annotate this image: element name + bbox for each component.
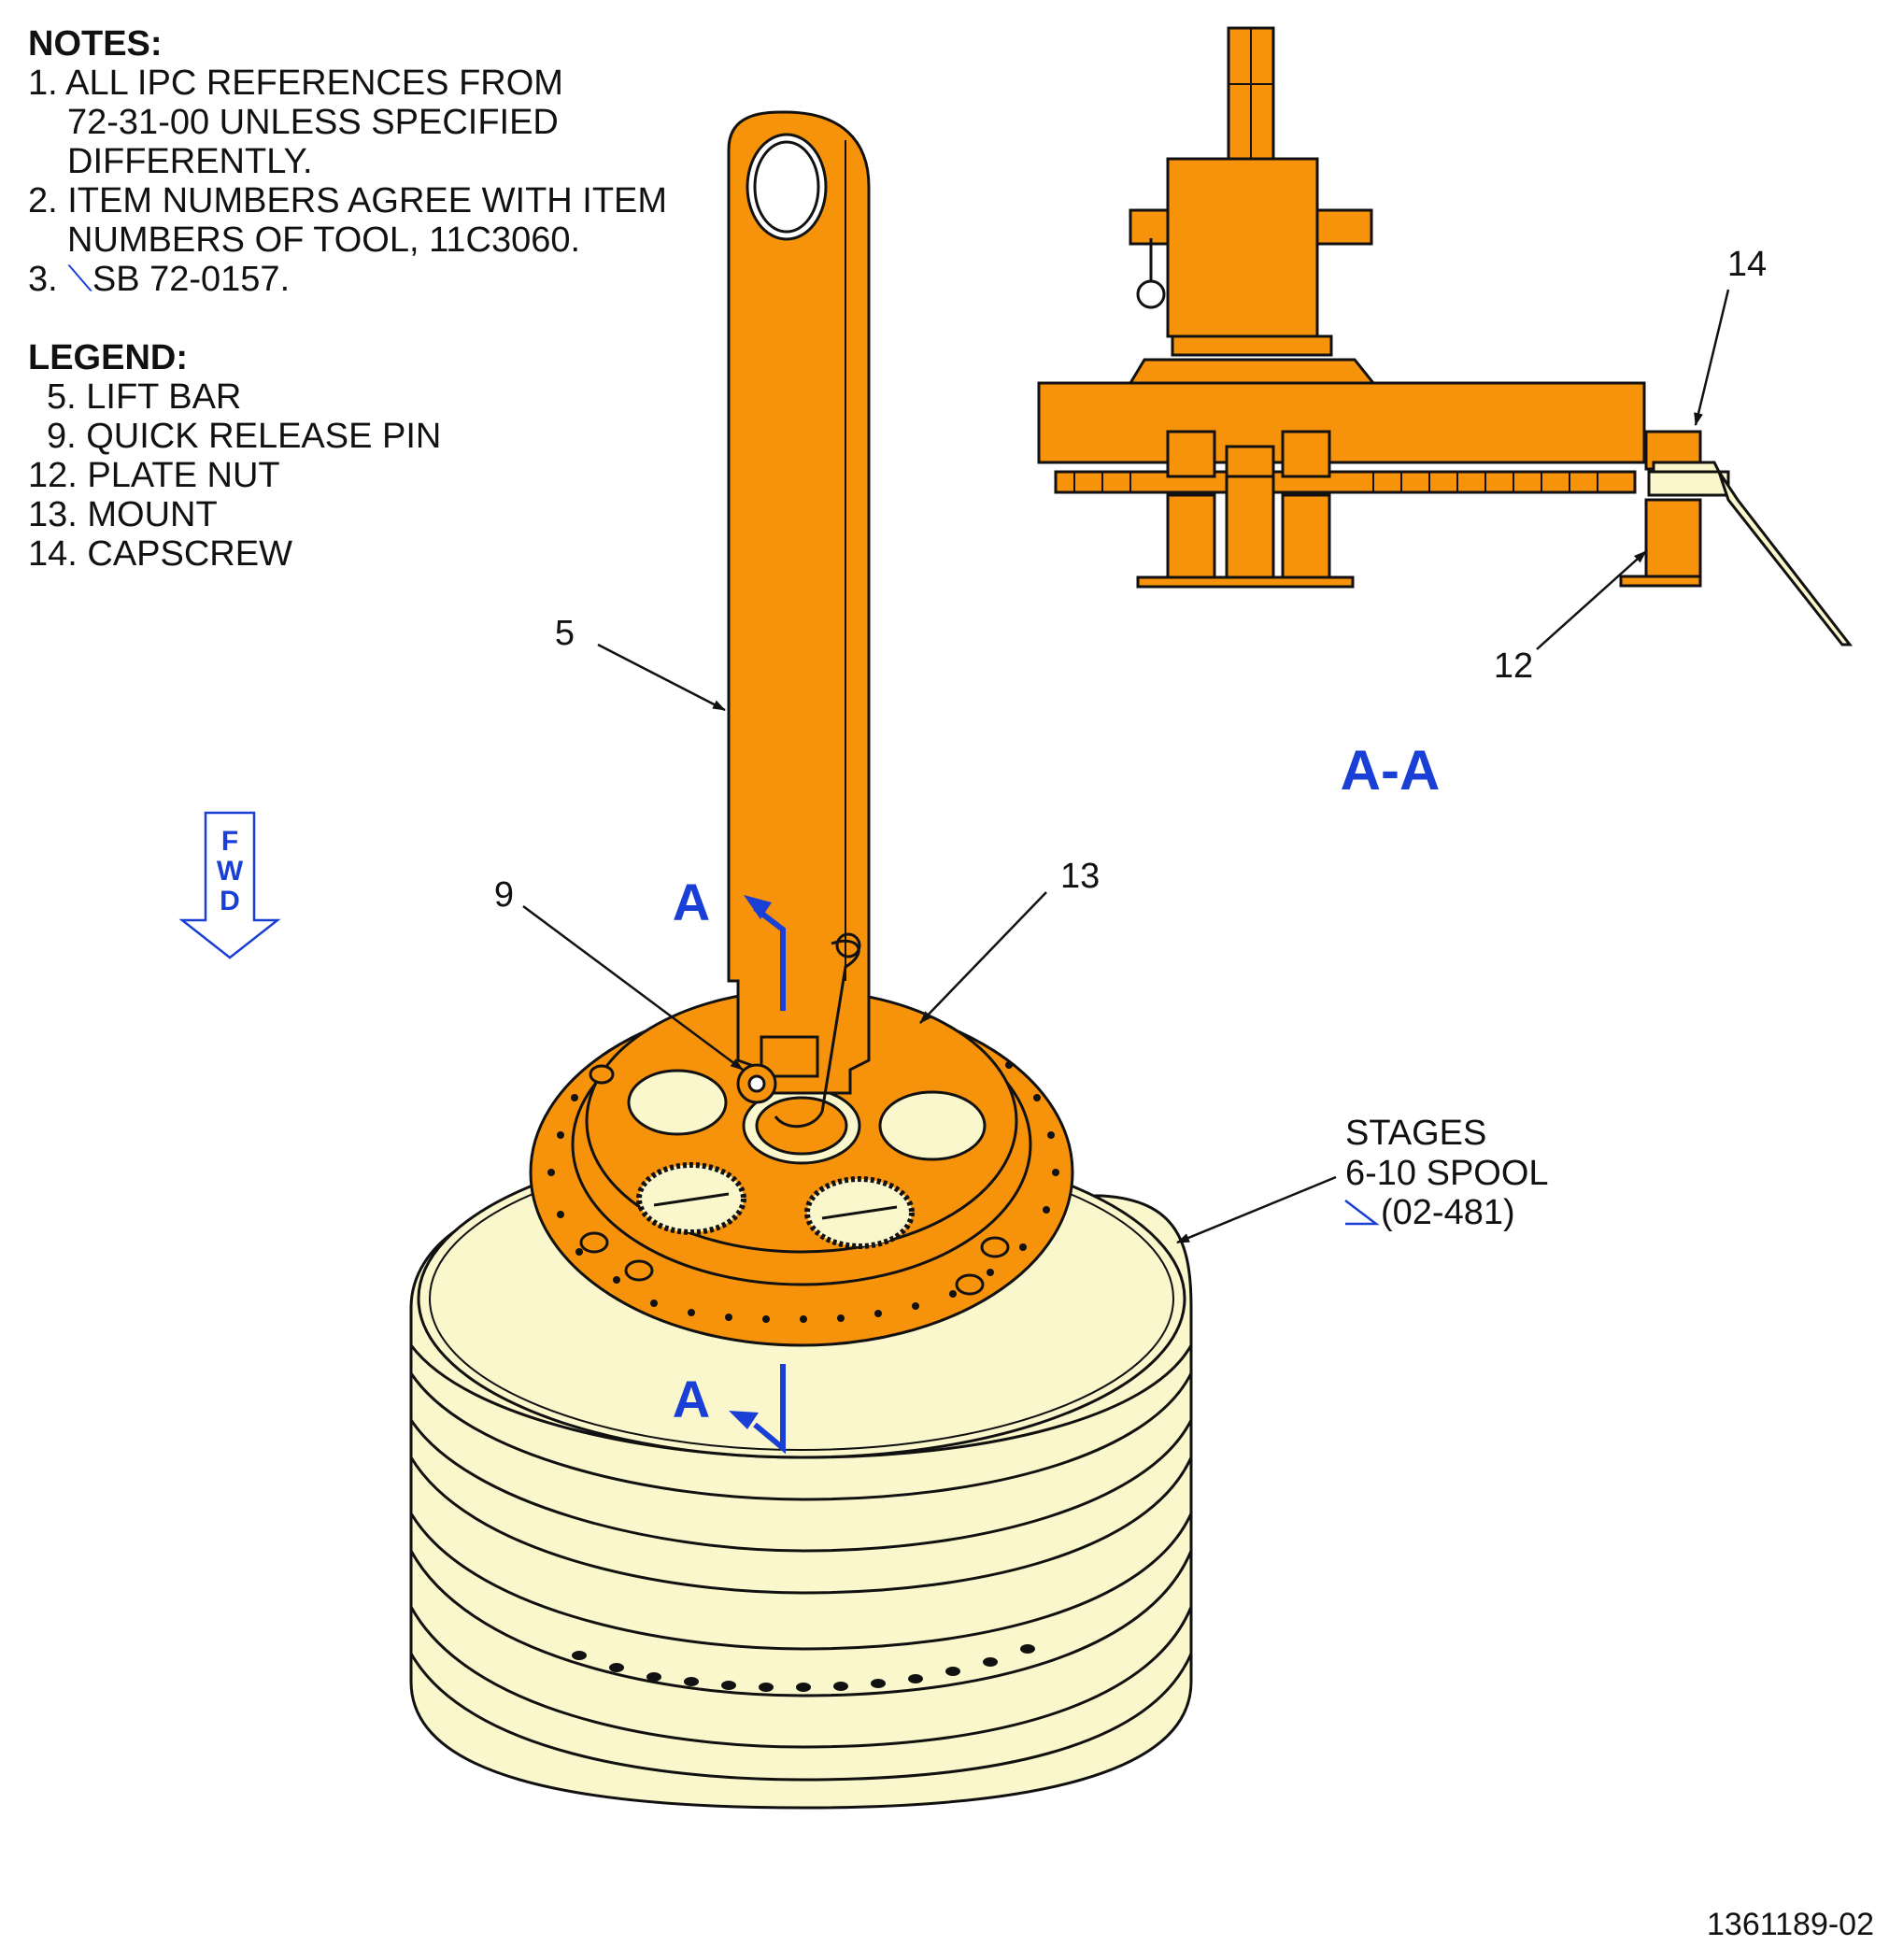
lift-bar-5 xyxy=(727,110,871,1129)
callout-5: 5 xyxy=(555,614,575,653)
sb-flag-icon: ⟍ xyxy=(67,260,92,299)
note-3-number: 3. xyxy=(28,260,68,299)
legend-item-13: 13. MOUNT xyxy=(28,495,218,534)
section-marker-bottom-letter: A xyxy=(673,1370,710,1428)
notes-header: NOTES: xyxy=(28,24,163,64)
leader-9 xyxy=(522,904,744,1072)
notes-block: NOTES: 1. ALL IPC REFERENCES FROM 72-31-… xyxy=(28,24,667,574)
note-1-line3: DIFFERENTLY. xyxy=(67,142,313,181)
section-cut-marker-bottom: A xyxy=(673,1364,786,1455)
note-1-line2: 72-31-00 UNLESS SPECIFIED xyxy=(67,103,559,142)
spool-label: STAGES 6-10 SPOOL (02-481) xyxy=(1344,1114,1549,1232)
leader-spool xyxy=(1176,1175,1337,1244)
legend-item-14: 14. CAPSCREW xyxy=(28,534,292,574)
figure-number: 1361189-02 xyxy=(1707,1907,1874,1942)
legend-header: LEGEND: xyxy=(28,338,188,377)
fwd-letter-f: F xyxy=(221,826,238,857)
section-view-aa xyxy=(1037,26,1853,646)
spool-label-line3: (02-481) xyxy=(1381,1193,1515,1232)
note-3: 3. ⟍SB 72-0157. xyxy=(28,260,667,299)
spool-label-line2: 6-10 SPOOL xyxy=(1345,1154,1549,1193)
section-marker-top-letter: A xyxy=(673,873,710,931)
section-cut-marker-top: A xyxy=(673,873,786,1011)
section-view-label: A-A xyxy=(1341,739,1441,802)
sb-flag-icon xyxy=(1344,1200,1380,1226)
legend-item-9: 9. QUICK RELEASE PIN xyxy=(47,417,442,456)
callout-9: 9 xyxy=(494,875,514,915)
callout-12: 12 xyxy=(1494,646,1533,686)
callout-14: 14 xyxy=(1727,245,1767,284)
note-3-text: SB 72-0157. xyxy=(92,260,291,299)
callout-13: 13 xyxy=(1060,857,1100,896)
fwd-letter-w: W xyxy=(217,856,244,887)
note-2-line2: NUMBERS OF TOOL, 11C3060. xyxy=(67,220,581,260)
spool-label-line1: STAGES xyxy=(1345,1114,1486,1153)
legend-item-5: 5. LIFT BAR xyxy=(47,377,242,417)
fwd-arrow-icon: F W D xyxy=(178,811,281,959)
fwd-letter-d: D xyxy=(220,886,240,916)
leader-lines xyxy=(522,289,1730,1244)
legend-item-12: 12. PLATE NUT xyxy=(28,456,280,495)
leader-5 xyxy=(597,643,726,712)
leader-12 xyxy=(1536,550,1647,650)
note-1-line1: 1. ALL IPC REFERENCES FROM xyxy=(28,64,563,103)
leader-14 xyxy=(1694,289,1730,426)
note-2-line1: 2. ITEM NUMBERS AGREE WITH ITEM xyxy=(28,181,668,220)
leader-13 xyxy=(919,891,1047,1024)
mount-13 xyxy=(529,988,1074,1347)
